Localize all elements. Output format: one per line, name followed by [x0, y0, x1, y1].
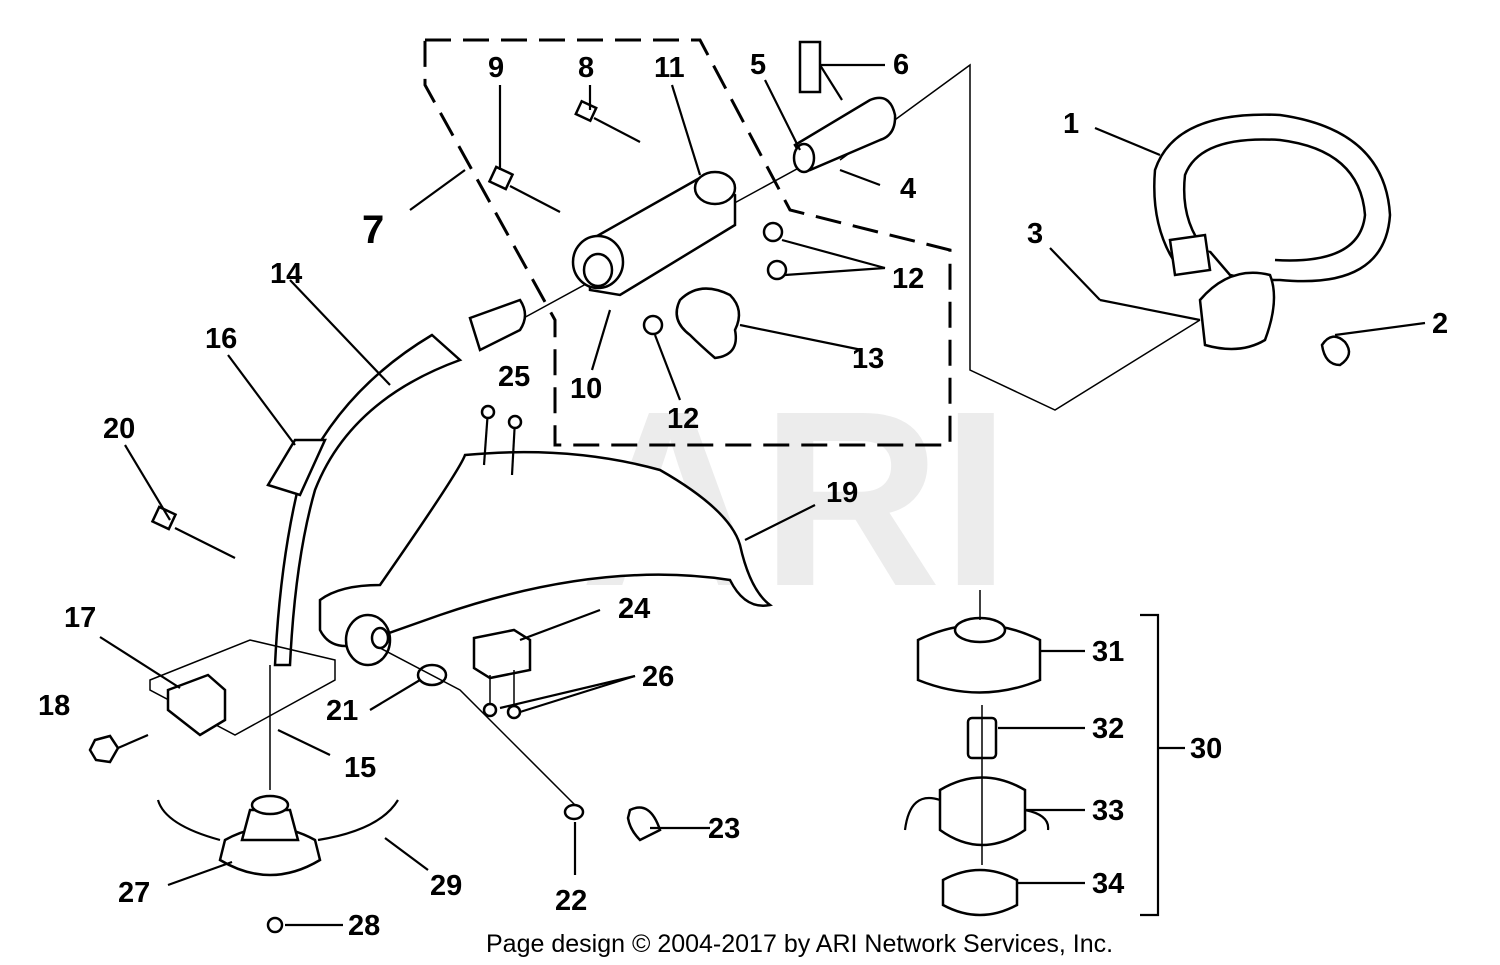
- part-34-knob: [941, 868, 1019, 917]
- callout-13: 13: [852, 343, 884, 375]
- callout-24: 24: [618, 593, 650, 625]
- part-12-nut-b: [766, 259, 788, 281]
- callout-22: 22: [555, 885, 587, 917]
- part-33-spool: [903, 776, 1050, 847]
- callout-12-bottom: 12: [667, 403, 699, 435]
- callout-6: 6: [893, 49, 909, 81]
- part-25-screw-b: [507, 414, 523, 430]
- callout-16: 16: [205, 323, 237, 355]
- callout-10: 10: [570, 373, 602, 405]
- group-30-bracket: [1140, 613, 1160, 917]
- leader-lines: [99, 63, 1426, 927]
- callout-18: 18: [38, 690, 70, 722]
- callout-29: 29: [430, 870, 462, 902]
- shaft-handle-leader: [839, 63, 1201, 411]
- part-14-lower-shaft: [273, 298, 527, 667]
- callout-33: 33: [1092, 795, 1124, 827]
- callout-34: 34: [1092, 868, 1124, 900]
- callout-1: 1: [1063, 108, 1079, 140]
- assembly-7-dashed-outline: [423, 38, 952, 447]
- part-19-guard: [318, 450, 773, 667]
- part-8-bolt: [574, 99, 641, 143]
- part-27-trimmer-head: [218, 794, 322, 877]
- callout-20: 20: [103, 413, 135, 445]
- callout-25: 25: [498, 361, 530, 393]
- callout-5: 5: [750, 49, 766, 81]
- callout-4: 4: [900, 173, 916, 205]
- part-9-bolt: [487, 165, 561, 213]
- callout-7: 7: [362, 208, 384, 252]
- part-28-screw: [266, 916, 284, 934]
- callout-21: 21: [326, 695, 358, 727]
- part-12-nut-a: [762, 221, 784, 243]
- callout-26: 26: [642, 661, 674, 693]
- part-4-5-shaft: [792, 96, 897, 174]
- part-26-nut-b: [506, 704, 522, 720]
- callout-15: 15: [344, 752, 376, 784]
- callout-9: 9: [488, 52, 504, 84]
- callout-12-right: 12: [892, 263, 924, 295]
- part-17-outline: [149, 639, 336, 736]
- part-2-wingnut: [1320, 335, 1351, 367]
- part-26-nut-a: [482, 702, 498, 718]
- callout-28: 28: [348, 910, 380, 942]
- callout-32: 32: [1092, 713, 1124, 745]
- part-12-nut-c: [642, 314, 664, 336]
- callout-2: 2: [1432, 308, 1448, 340]
- callout-3: 3: [1027, 218, 1043, 250]
- part-6-label: [798, 40, 822, 94]
- callout-19: 19: [826, 477, 858, 509]
- part-11-coupler: [571, 170, 737, 297]
- copyright-footer: Page design © 2004-2017 by ARI Network S…: [486, 930, 1113, 958]
- callout-14: 14: [270, 258, 302, 290]
- callout-23: 23: [708, 813, 740, 845]
- callout-17: 17: [64, 602, 96, 634]
- callout-27: 27: [118, 877, 150, 909]
- part-3-bolt: [1099, 298, 1201, 322]
- part-29-line: [156, 799, 399, 842]
- part-17-bracket: [166, 673, 227, 737]
- part-1-handle: [1153, 113, 1392, 351]
- callout-30: 30: [1190, 733, 1222, 765]
- callout-31: 31: [1092, 636, 1124, 668]
- part-22-washer: [563, 803, 585, 821]
- part-25-screw-a: [480, 404, 496, 420]
- callout-8: 8: [578, 52, 594, 84]
- part-16-grip: [266, 438, 327, 497]
- part-20-bolt: [150, 505, 236, 559]
- part-13-knob: [675, 287, 741, 360]
- part-31-housing: [916, 590, 1042, 694]
- part-23-clip: [626, 806, 662, 842]
- callout-11: 11: [654, 52, 685, 84]
- part-24-block: [472, 628, 532, 680]
- part-18-bolt: [88, 733, 149, 764]
